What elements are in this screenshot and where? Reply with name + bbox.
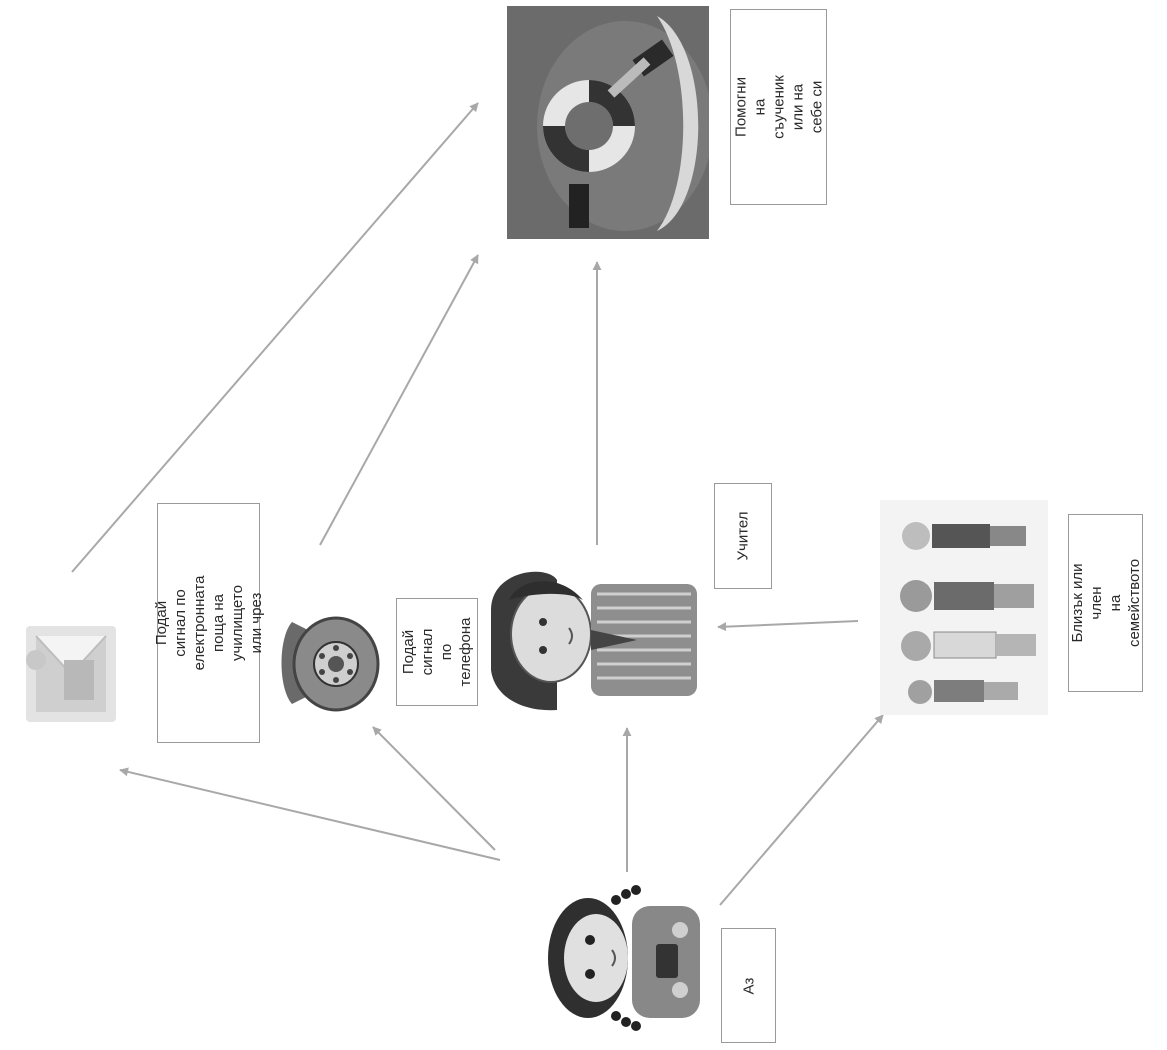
arrow-me-to-phone xyxy=(372,726,496,851)
phone-label: Подай сигнал по телефона xyxy=(400,617,474,687)
telephone-icon xyxy=(272,608,384,718)
me-label: Аз xyxy=(740,977,757,994)
arrow-me-to-email xyxy=(119,767,501,861)
phone-label-box: Подай сигнал по телефона xyxy=(396,598,478,706)
arrow-family-to-teacher xyxy=(717,620,859,632)
arrow-phone-to-rescue xyxy=(319,254,479,546)
email-label: Подай сигнал по електронната поща на учи… xyxy=(152,575,265,671)
arrow-me-to-family xyxy=(719,714,884,906)
teacher-label: Учител xyxy=(734,511,752,561)
family-label: Близък или член на семейството xyxy=(1068,558,1143,648)
email-label-box: Подай сигнал по електронната поща на учи… xyxy=(153,503,265,743)
life-buoy-icon xyxy=(507,6,713,239)
arrow-email-to-rescue xyxy=(71,102,479,573)
family-icon xyxy=(880,500,1048,715)
family-label-box: Близък или член на семейството xyxy=(1068,514,1143,692)
mail-icon xyxy=(6,608,128,734)
rescue-label-box: Помогни на съученик или на себе си xyxy=(730,9,827,205)
girl-icon xyxy=(540,870,708,1045)
teacher-label-box: Учител xyxy=(714,483,772,589)
teacher-icon xyxy=(487,560,709,720)
me-label-box: Аз xyxy=(721,928,776,1043)
rescue-label: Помогни на съученик или на себе си xyxy=(732,75,825,139)
